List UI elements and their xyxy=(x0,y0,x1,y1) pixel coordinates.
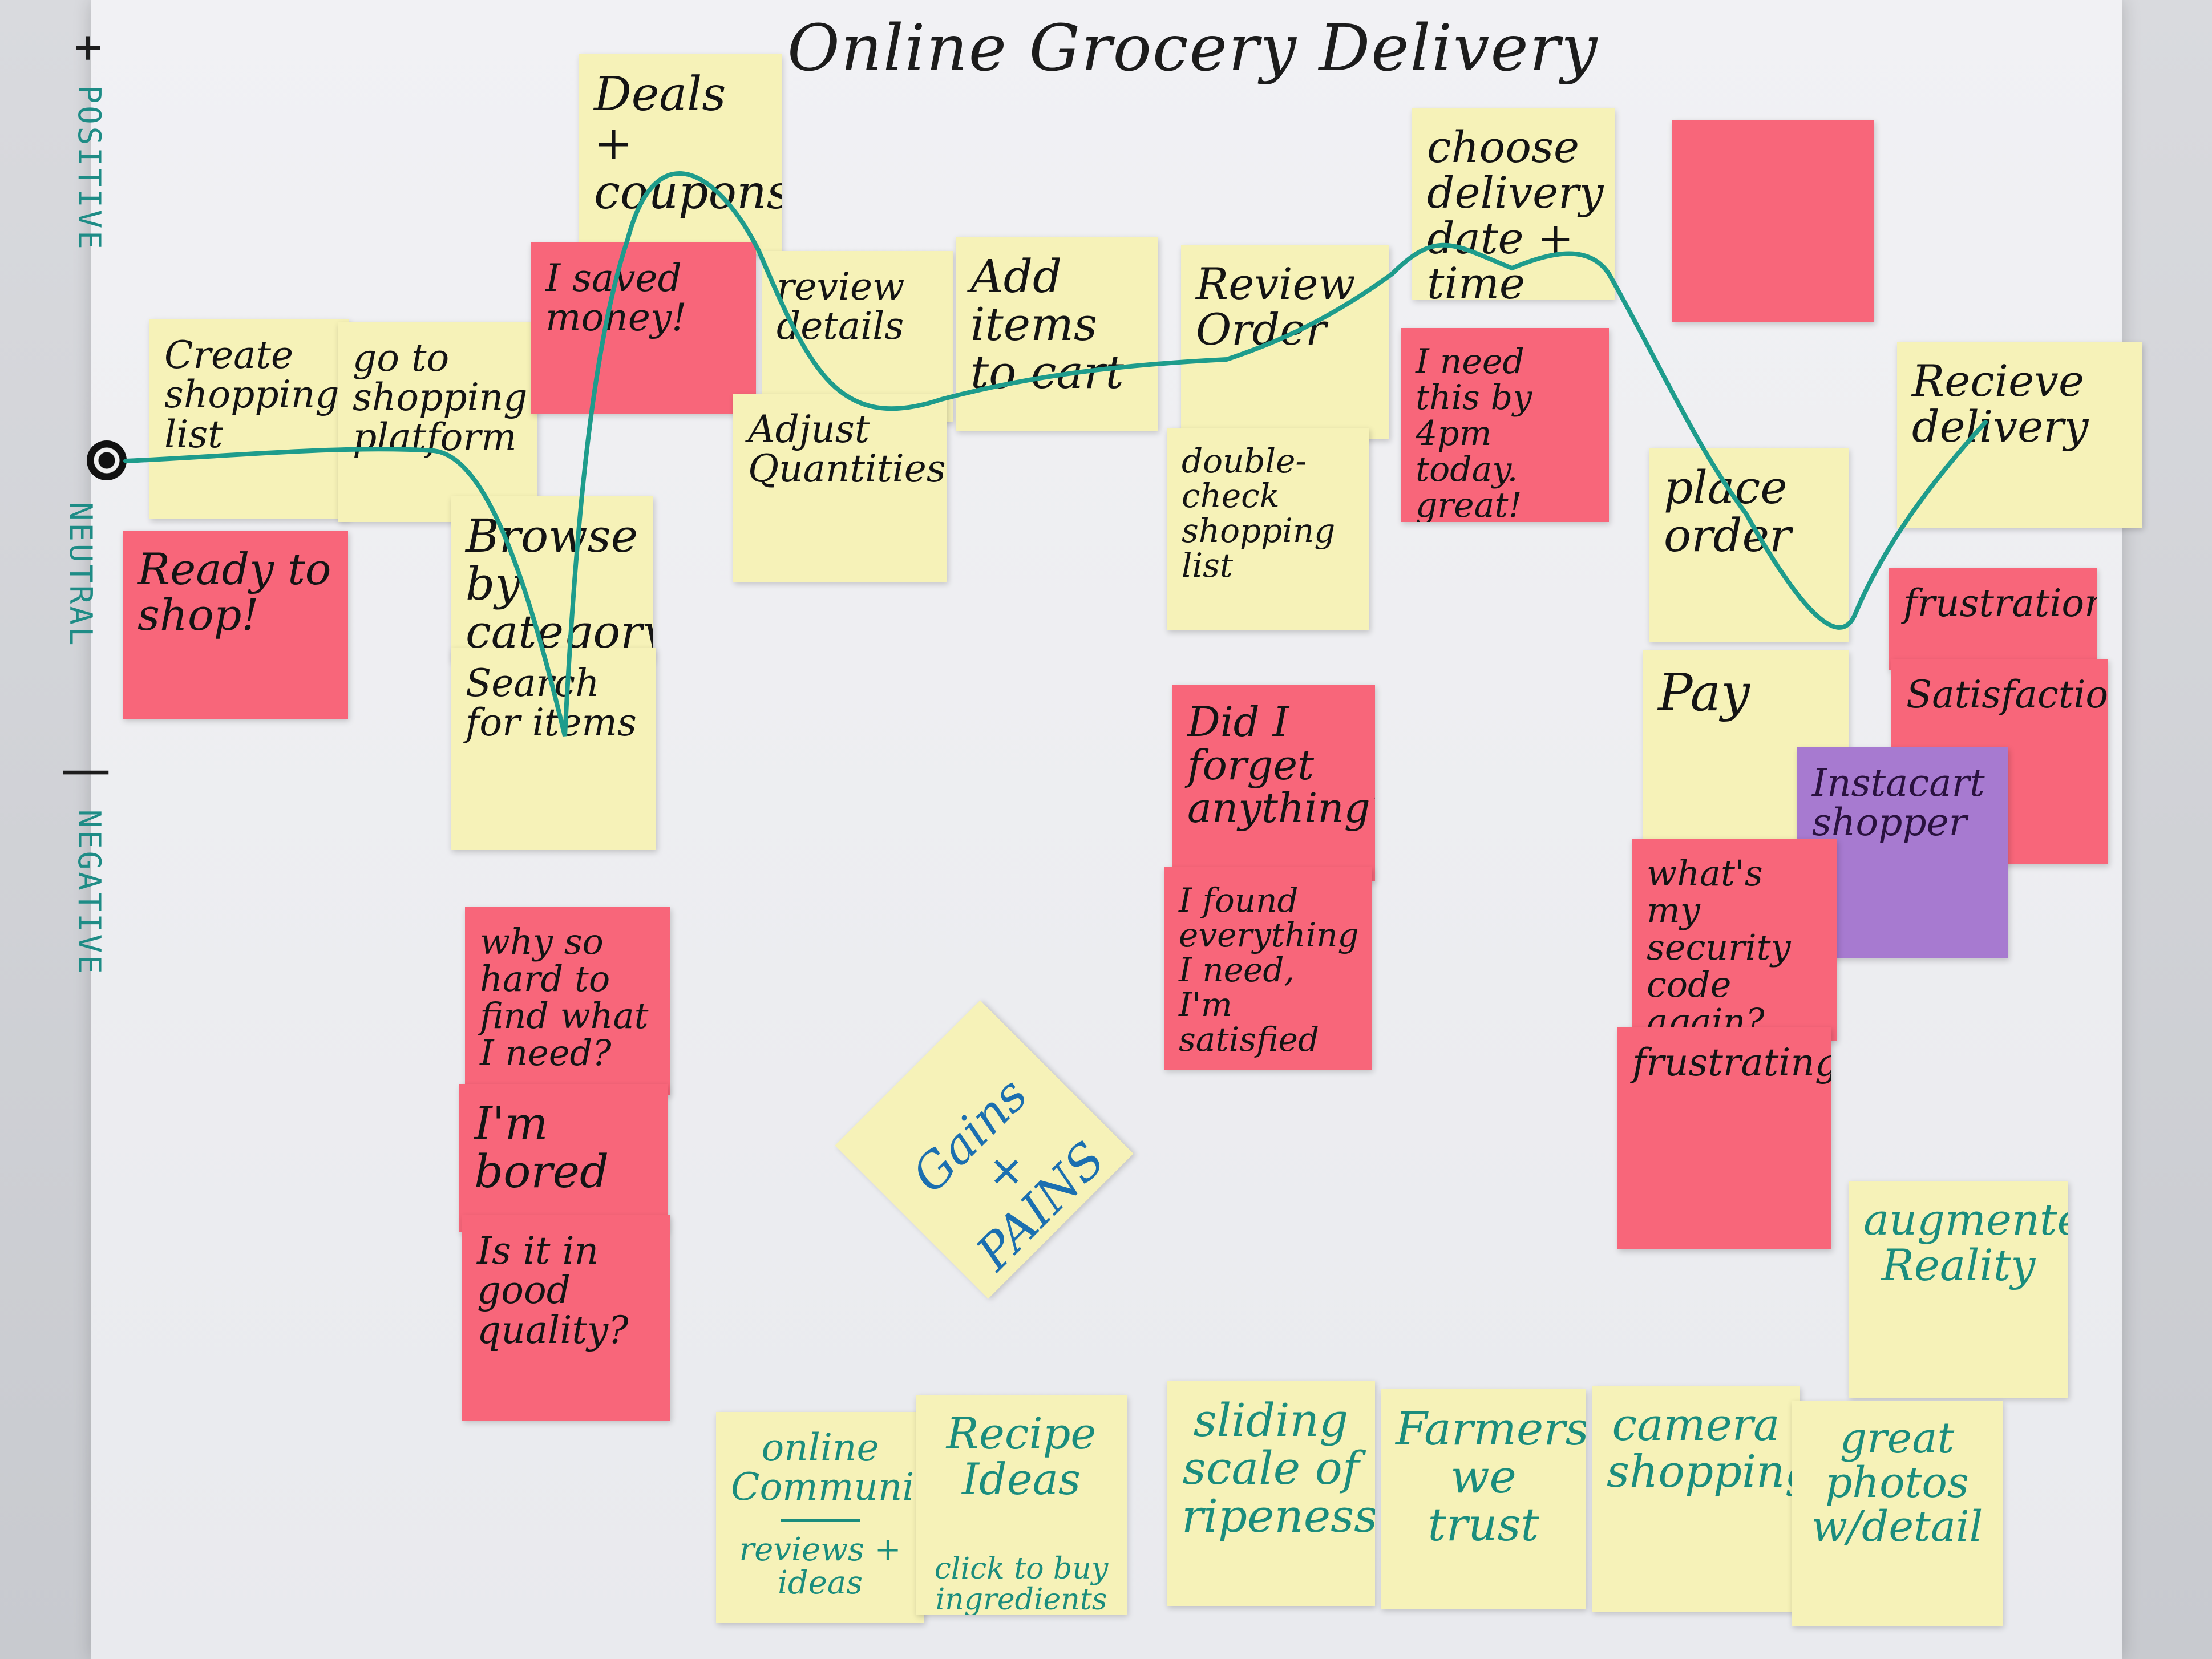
board-title: Online Grocery Delivery xyxy=(787,11,1599,86)
note-recipe-ideas: Recipe Ideas click to buy ingredients xyxy=(916,1395,1127,1615)
neutral-label: NEUTRAL xyxy=(63,502,99,648)
note-create-list: Create shopping list xyxy=(149,319,349,519)
note-need-by-4pm: I need this by 4pm today. great! xyxy=(1401,328,1609,522)
note-good-quality: Is it in good quality? xyxy=(462,1215,670,1421)
online-community-sub: reviews + ideas xyxy=(739,1531,901,1602)
negative-axis-label: | NEGATIVE xyxy=(63,759,116,976)
emotion-curve-line xyxy=(123,171,1988,737)
positive-label: POSITIVE xyxy=(71,84,107,252)
note-frustrating: frustrating xyxy=(1617,1027,1831,1249)
note-security-code: what's my security code again? xyxy=(1632,839,1837,1041)
negative-sign: | xyxy=(63,759,116,789)
note-augmented-reality: augmented Reality xyxy=(1849,1181,2068,1398)
online-community-title: online Community xyxy=(731,1426,924,1510)
neutral-axis-label: NEUTRAL xyxy=(63,502,99,648)
note-great-photos: great photos w/detail xyxy=(1792,1401,2003,1626)
note-camera-shopping: camera shopping xyxy=(1592,1386,1800,1612)
positive-axis-label: + POSITIVE xyxy=(63,34,116,252)
note-farmers-trust: Farmers we trust xyxy=(1381,1389,1586,1609)
note-adjust-quantities: Adjust Quantities xyxy=(733,394,947,582)
note-bored: I'm bored xyxy=(459,1084,668,1232)
positive-sign: + xyxy=(63,34,116,64)
recipe-ideas-title: Recipe Ideas xyxy=(946,1408,1097,1504)
note-double-check: double-check shopping list xyxy=(1167,428,1369,630)
note-found-everything: I found everything I need, I'm satisfied xyxy=(1164,867,1372,1070)
note-frustration: frustration xyxy=(1889,568,2097,670)
note-sliding-scale: sliding scale of ripeness xyxy=(1167,1381,1375,1606)
note-go-to-platform: go to shopping platform xyxy=(338,322,537,522)
underline-divider xyxy=(780,1518,860,1522)
recipe-ideas-sub: click to buy ingredients xyxy=(934,1551,1109,1615)
negative-label: NEGATIVE xyxy=(71,809,107,976)
note-why-so-hard: why so hard to find what I need? xyxy=(465,907,670,1095)
note-online-community: online Community reviews + ideas xyxy=(716,1412,924,1623)
note-receive-delivery: Recieve delivery xyxy=(1897,342,2142,528)
note-blank-pink xyxy=(1672,120,1874,322)
neutral-marker xyxy=(87,440,127,480)
note-choose-delivery: choose delivery date + time xyxy=(1412,108,1615,300)
note-ready-to-shop: Ready to shop! xyxy=(123,531,348,719)
note-forget-anything: Did I forget anything? xyxy=(1172,685,1375,881)
note-search-items: Search for items xyxy=(451,648,656,850)
